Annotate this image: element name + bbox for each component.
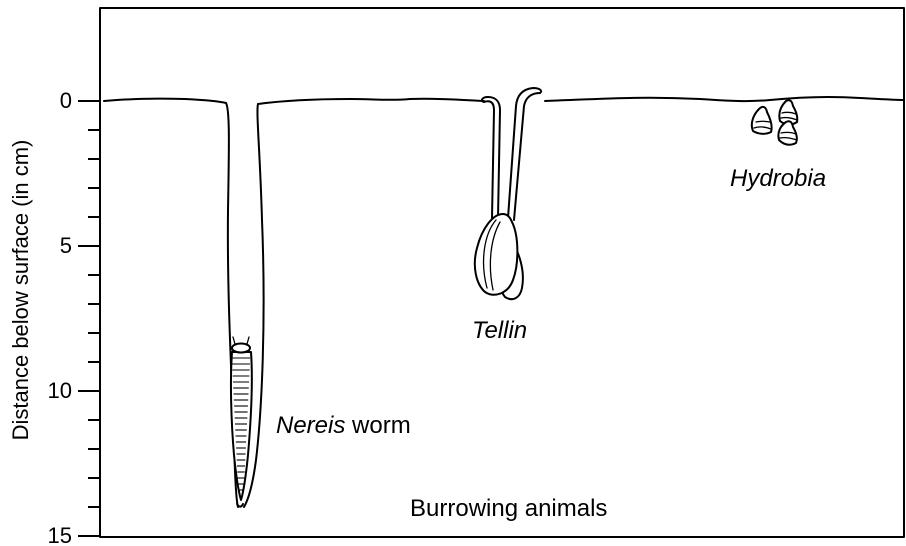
tellin-illustration [475,88,541,299]
hydrobia-label: Hydrobia [730,165,826,192]
nereis-worm-head [232,344,250,353]
tellin-label: Tellin [472,317,527,344]
tellin-siphon-right [508,88,541,220]
nereis-label-name: Nereis [276,412,345,439]
nereis-burrow-end [237,504,243,507]
depth-axis-ticks [78,101,100,536]
tick-label-15: 15 [48,523,72,546]
tick-label-0: 0 [60,88,72,113]
diagram-caption: Burrowing animals [410,495,607,522]
hydrobia-snail-1 [752,107,772,134]
hydrobia-illustration [752,100,797,144]
tick-label-5: 5 [60,233,72,258]
axis-title: Distance below surface (in cm) [8,140,33,441]
hydrobia-snail-3 [778,121,797,144]
nereis-worm-illustration [226,103,264,507]
nereis-label: Nereis worm [276,412,411,439]
tellin-shell-front [475,214,518,295]
tellin-siphon-left [482,97,500,218]
nereis-label-suffix: worm [345,412,410,439]
tick-label-10: 10 [48,378,72,403]
